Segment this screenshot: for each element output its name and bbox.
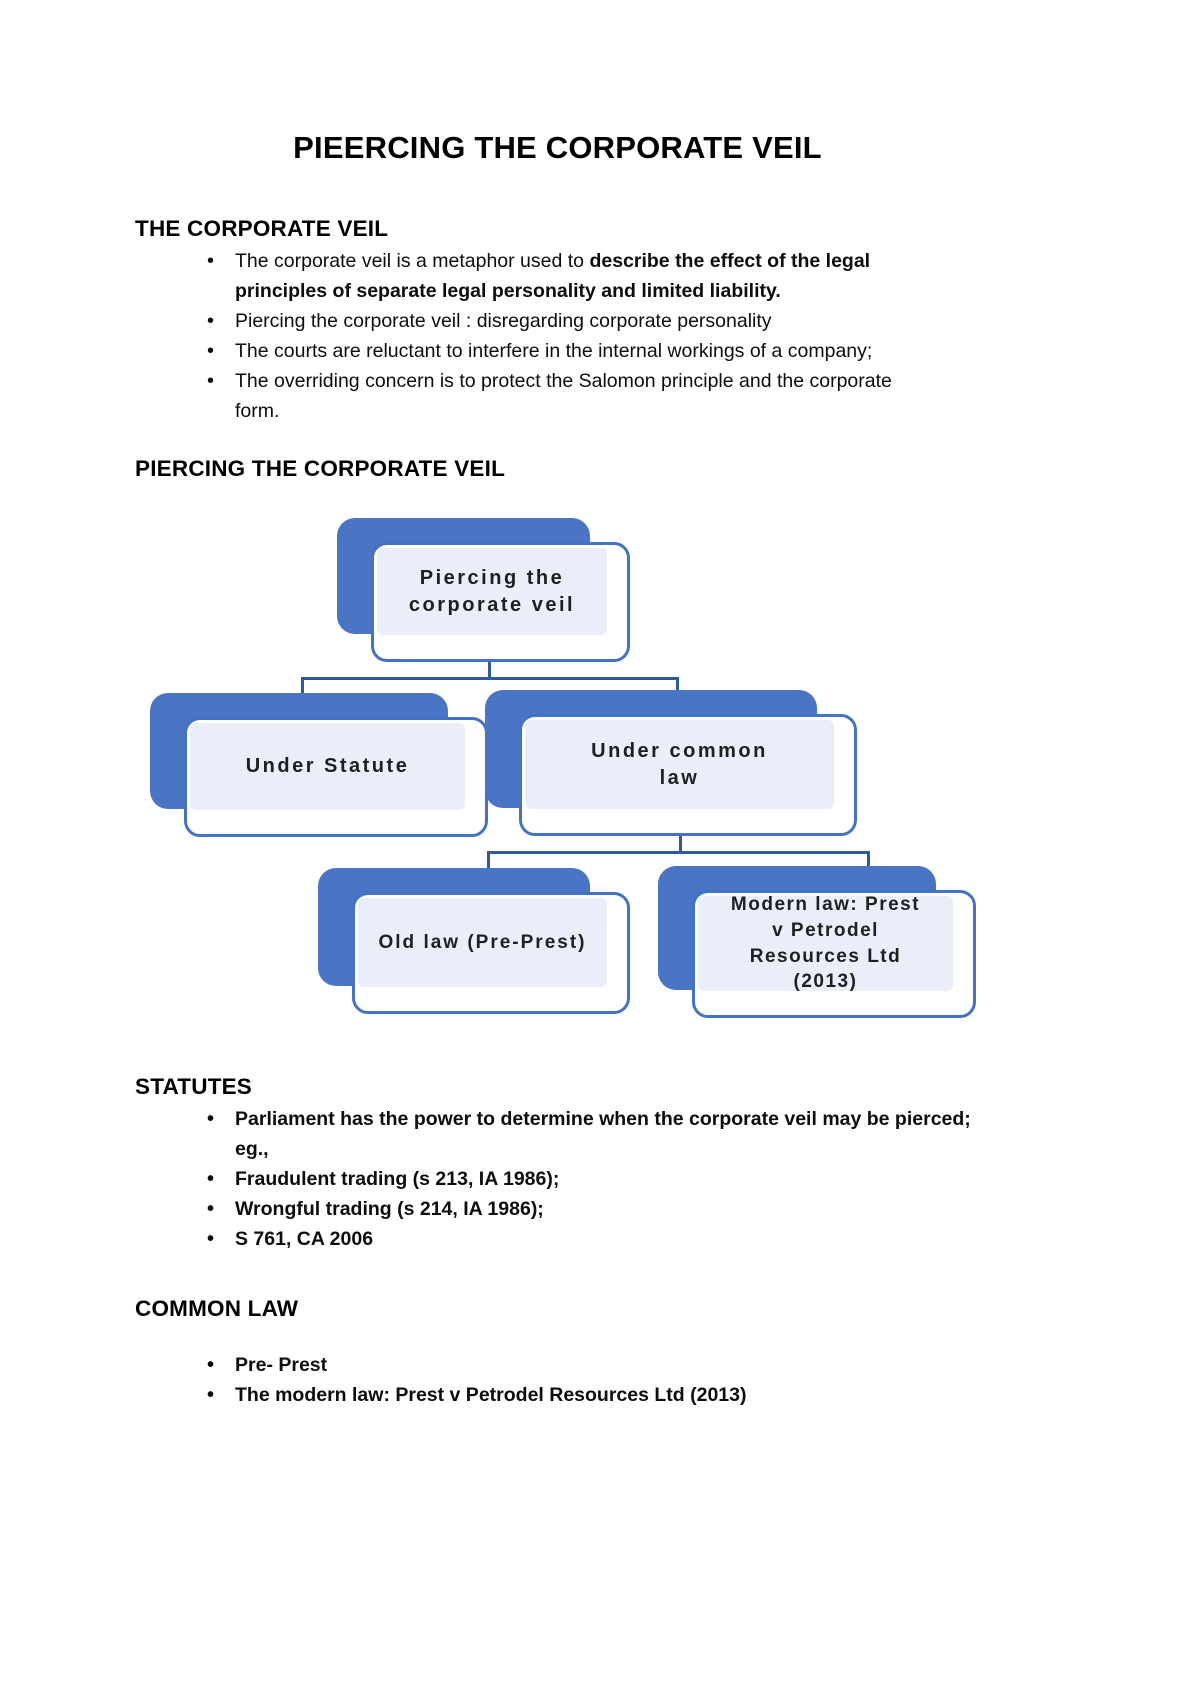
section-the-corporate-veil: THE CORPORATE VEIL The corporate veil is…	[135, 216, 1035, 426]
node-label: Under Statute	[245, 755, 410, 777]
bullet-list: Parliament has the power to determine wh…	[135, 1104, 1095, 1254]
node-shadow	[337, 518, 590, 634]
bullet-text: The corporate veil is a metaphor used to	[235, 250, 590, 272]
node-label: Under common law	[591, 739, 768, 789]
list-item: Piercing the corporate veil : disregardi…	[135, 306, 1035, 336]
connector-line	[487, 851, 490, 891]
section-common-law: COMMON LAW Pre- Prest The modern law: Pr…	[135, 1296, 1095, 1410]
diagram-node-old-law: Old law (Pre-Prest)	[318, 868, 630, 1014]
node-frame: Modern law: Prest v Petrodel Resources L…	[692, 890, 976, 1018]
node-shadow	[485, 690, 817, 808]
node-fill: Under Statute	[190, 723, 465, 810]
section-heading: PIERCING THE CORPORATE VEIL	[135, 456, 506, 481]
list-item: Fraudulent trading (s 213, IA 1986);	[135, 1164, 1095, 1194]
node-frame: Old law (Pre-Prest)	[352, 892, 630, 1014]
section-statutes: STATUTES Parliament has the power to det…	[135, 1074, 1095, 1254]
bullet-text: The overriding concern is to protect the…	[235, 370, 892, 392]
connector-line	[867, 851, 870, 887]
bullet-text: Parliament has the power to determine wh…	[235, 1108, 971, 1130]
diagram-node-piercing-the-corporate-veil: Piercing the corporate veil	[337, 518, 630, 662]
node-label: Piercing the corporate veil	[408, 566, 576, 616]
connector-line	[679, 826, 682, 854]
section-heading: COMMON LAW	[135, 1296, 299, 1321]
node-frame: Under Statute	[184, 717, 488, 837]
section-piercing-heading: PIERCING THE CORPORATE VEIL	[135, 456, 505, 486]
node-frame: Under common law	[519, 714, 857, 836]
node-label: Old law (Pre-Prest)	[378, 931, 587, 953]
list-item: S 761, CA 2006	[135, 1224, 1095, 1254]
list-item: The modern law: Prest v Petrodel Resourc…	[135, 1380, 1095, 1410]
connector-line	[301, 677, 679, 680]
node-label: Modern law: Prest v Petrodel Resources L…	[730, 894, 921, 993]
diagram-node-under-common-law: Under common law	[485, 690, 857, 836]
list-item: The overriding concern is to protect the…	[135, 366, 1035, 426]
node-shadow	[150, 693, 448, 809]
bullet-text-bold: principles of separate legal personality…	[235, 280, 781, 302]
connector-line	[676, 677, 679, 705]
bullet-text: form.	[235, 400, 280, 422]
bullet-text: eg.,	[235, 1138, 269, 1160]
diagram-node-under-statute: Under Statute	[150, 693, 488, 837]
bullet-list: The corporate veil is a metaphor used to…	[135, 246, 1035, 426]
list-item: Wrongful trading (s 214, IA 1986);	[135, 1194, 1095, 1224]
node-fill: Old law (Pre-Prest)	[358, 898, 607, 987]
connector-line	[487, 851, 870, 854]
section-heading: STATUTES	[135, 1074, 253, 1099]
list-item: The corporate veil is a metaphor used to…	[135, 246, 1035, 306]
section-heading: THE CORPORATE VEIL	[135, 216, 389, 241]
list-item: The courts are reluctant to interfere in…	[135, 336, 1035, 366]
node-frame: Piercing the corporate veil	[371, 542, 630, 662]
node-fill: Under common law	[525, 720, 834, 809]
list-item: Parliament has the power to determine wh…	[135, 1104, 1095, 1164]
bullet-list: Pre- Prest The modern law: Prest v Petro…	[135, 1350, 1095, 1410]
node-fill: Piercing the corporate veil	[377, 548, 607, 635]
node-fill: Modern law: Prest v Petrodel Resources L…	[698, 894, 953, 992]
connector-line	[301, 677, 304, 709]
list-item: Pre- Prest	[135, 1350, 1095, 1380]
node-shadow	[658, 866, 936, 990]
node-shadow	[318, 868, 590, 986]
diagram-node-modern-law: Modern law: Prest v Petrodel Resources L…	[658, 866, 976, 1018]
page-title: PIEERCING THE CORPORATE VEIL	[293, 130, 822, 165]
connector-line	[488, 650, 491, 679]
bullet-text-bold: describe the effect of the legal	[589, 250, 871, 272]
